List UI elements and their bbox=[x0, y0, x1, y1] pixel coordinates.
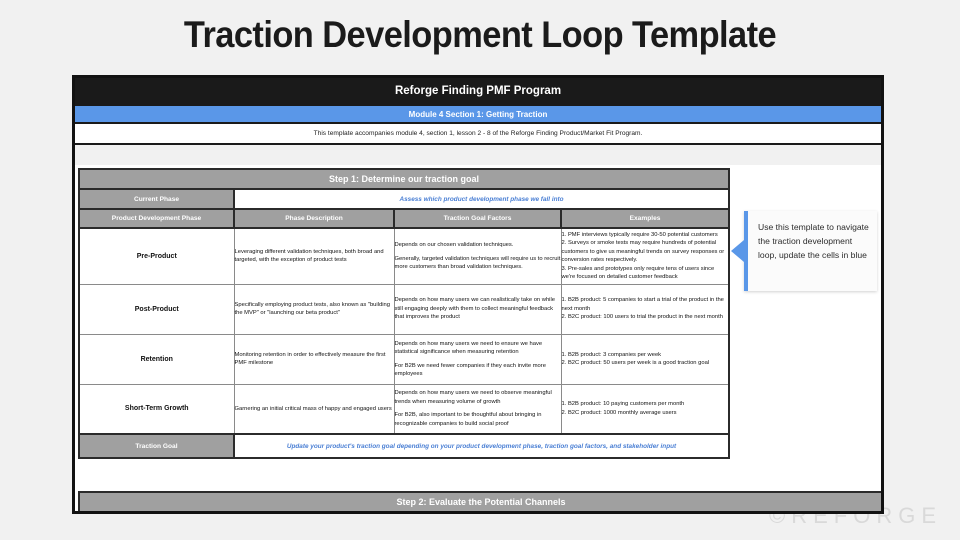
phase-description: Specifically employing product tests, al… bbox=[233, 283, 395, 335]
module-section-band: Module 4 Section 1: Getting Traction bbox=[75, 104, 881, 124]
table-row: Short-Term Growth Garnering an initial c… bbox=[78, 383, 731, 435]
phase-description: Monitoring retention in order to effecti… bbox=[233, 333, 395, 385]
callout-text: Use this template to navigate the tracti… bbox=[758, 222, 869, 261]
current-phase-input[interactable]: Assess which product development phase w… bbox=[232, 188, 731, 210]
traction-goal-factors: Depends on how many users we need to ens… bbox=[393, 333, 562, 385]
traction-goal-factors: Depends on how many users we need to obs… bbox=[393, 383, 562, 435]
program-title-band: Reforge Finding PMF Program bbox=[75, 78, 881, 104]
phase-name: Post-Product bbox=[78, 283, 235, 335]
table-row-column-headers: Product Development Phase Phase Descript… bbox=[78, 208, 731, 229]
table-row: Pre-Product Leveraging different validat… bbox=[78, 227, 731, 285]
table-row-traction-goal: Traction Goal Update your product's trac… bbox=[78, 433, 731, 459]
traction-goal-factors: Depends on how many users we can realist… bbox=[393, 283, 562, 335]
spacer-band bbox=[75, 145, 881, 165]
table-row-current-phase: Current Phase Assess which product devel… bbox=[78, 188, 731, 210]
phase-description: Garnering an initial critical mass of ha… bbox=[233, 383, 395, 435]
step2-header: Step 2: Evaluate the Potential Channels bbox=[78, 491, 881, 511]
callout-box: Use this template to navigate the tracti… bbox=[731, 211, 877, 291]
examples: 1. PMF interviews typically require 30-5… bbox=[560, 227, 731, 285]
traction-goal-input[interactable]: Update your product's traction goal depe… bbox=[232, 433, 731, 459]
traction-goal-label: Traction Goal bbox=[78, 433, 235, 459]
template-note-band: This template accompanies module 4, sect… bbox=[75, 124, 881, 145]
table-row-step1-header: Step 1: Determine our traction goal bbox=[77, 168, 731, 190]
column-header-description: Phase Description bbox=[233, 208, 395, 229]
callout-accent-bar bbox=[744, 211, 748, 291]
phase-name: Short-Term Growth bbox=[78, 383, 235, 435]
traction-goal-table: Step 1: Determine our traction goal Curr… bbox=[77, 168, 731, 459]
phase-description: Leveraging different validation techniqu… bbox=[233, 227, 395, 285]
step1-header-cell: Step 1: Determine our traction goal bbox=[77, 168, 731, 190]
phase-name: Pre-Product bbox=[78, 227, 235, 285]
callout-pointer-icon bbox=[731, 240, 744, 262]
traction-goal-factors: Depends on our chosen validation techniq… bbox=[393, 227, 562, 285]
examples: 1. B2B product: 10 paying customers per … bbox=[560, 383, 731, 435]
table-row: Post-Product Specifically employing prod… bbox=[78, 283, 731, 335]
column-header-examples: Examples bbox=[559, 208, 731, 229]
table-row: Retention Monitoring retention in order … bbox=[78, 333, 731, 385]
phase-name: Retention bbox=[78, 333, 235, 385]
column-header-phase: Product Development Phase bbox=[78, 208, 235, 229]
page-title: Traction Development Loop Template bbox=[183, 14, 777, 55]
current-phase-label: Current Phase bbox=[78, 188, 235, 210]
slide-canvas: Reforge Finding PMF Program Module 4 Sec… bbox=[72, 75, 884, 514]
examples: 1. B2B product: 5 companies to start a t… bbox=[560, 283, 731, 335]
column-header-factors: Traction Goal Factors bbox=[393, 208, 562, 229]
